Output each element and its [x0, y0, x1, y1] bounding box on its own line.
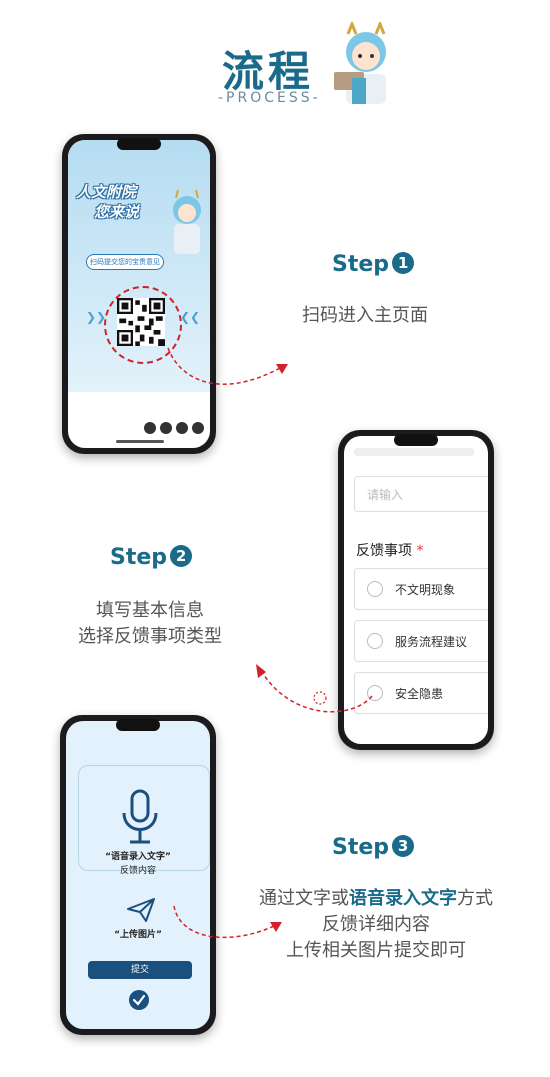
bottom-toolbar: [144, 422, 204, 434]
paper-plane-icon[interactable]: [126, 897, 156, 923]
banner-title: 人文附院 您来说: [76, 182, 139, 222]
step-2-number-badge: 2: [170, 545, 193, 567]
voice-input-sublabel: 反馈内容: [119, 866, 156, 876]
option-label: 服务流程建议: [395, 634, 468, 649]
page-subtitle: -PROCESS-: [218, 90, 321, 106]
step-3-highlight: 语音录入文字: [349, 888, 457, 909]
chevrons-left-icon: ❯❯: [86, 310, 107, 324]
step-3-description: 通过文字或语音录入文字方式 反馈详细内容 上传相关图片提交即可: [226, 886, 526, 964]
submit-button[interactable]: 提交: [88, 961, 192, 979]
banner-title-line1: 人文附院: [76, 183, 137, 201]
scan-hint-pill: 扫码提交您的宝贵意见: [86, 254, 164, 270]
qr-highlight-circle: [104, 286, 182, 364]
required-mark: *: [416, 543, 424, 559]
phone-voice-input: “语音录入文字” 反馈内容 “上传图片” 提交: [60, 715, 216, 1035]
step-3-line2: 反馈详细内容: [322, 914, 430, 935]
step-2-label: Step: [110, 545, 168, 570]
phone-screen: 请输入 反馈事项 * 不文明现象 服务流程建议 安全隐患: [344, 436, 488, 744]
radio-icon[interactable]: [367, 581, 383, 597]
mascot-small-illustration: [173, 190, 201, 254]
option-service-suggestion[interactable]: 服务流程建议: [354, 620, 488, 662]
radio-icon[interactable]: [367, 685, 383, 701]
radio-icon[interactable]: [367, 633, 383, 649]
mascot-illustration: [334, 22, 386, 104]
phone-notch: [394, 434, 438, 446]
option-label: 不文明现象: [395, 582, 456, 597]
arrow-step2-icon: [256, 664, 373, 713]
phone-notch: [117, 138, 161, 150]
step-3-number-badge: 3: [392, 835, 415, 857]
step-2-description: 填写基本信息 选择反馈事项类型: [50, 598, 250, 650]
page-title: 流程: [222, 47, 315, 96]
qr-code-icon[interactable]: [117, 298, 165, 346]
feedback-type-label: 反馈事项 *: [356, 540, 423, 560]
option-label: 安全隐患: [395, 686, 444, 701]
arrow-step3-icon: [173, 905, 282, 939]
more-icon[interactable]: [192, 422, 204, 434]
banner-title-line2: 您来说: [94, 203, 140, 221]
phone-screen: “语音录入文字” 反馈内容 “上传图片” 提交: [66, 721, 210, 1029]
grid-icon[interactable]: [176, 422, 188, 434]
arrow-step1-icon: [167, 347, 288, 385]
phone-notch: [116, 719, 160, 731]
option-uncivil-behavior[interactable]: 不文明现象: [354, 568, 488, 610]
step-2-line: 填写基本信息: [96, 600, 204, 621]
share-icon[interactable]: [144, 422, 156, 434]
phone-screen: 人文附院 您来说 扫码提交您的宝贵意见 ❯❯ ❮❮: [68, 140, 210, 448]
step-1-description: 扫码进入主页面: [270, 303, 460, 329]
voice-input-label: “语音录入文字”: [105, 852, 171, 862]
upload-image-label: “上传图片”: [114, 930, 162, 940]
home-icon[interactable]: [160, 422, 172, 434]
step-3-line1-pre: 通过文字或: [259, 888, 349, 909]
step-3-label: Step: [332, 835, 390, 860]
step-1-number-badge: 1: [392, 252, 415, 274]
step-3-line3: 上传相关图片提交即可: [286, 940, 466, 961]
checkmark-circle-icon: [129, 990, 149, 1010]
voice-input-card[interactable]: [78, 765, 210, 871]
step-3-line1: 通过文字或语音录入文字方式: [226, 886, 526, 912]
step-2-line: 选择反馈事项类型: [78, 626, 222, 647]
phone-qr-scan: 人文附院 您来说 扫码提交您的宝贵意见 ❯❯ ❮❮: [62, 134, 216, 454]
step-1-line: 扫码进入主页面: [302, 305, 428, 326]
step-3-line1-post: 方式: [457, 888, 493, 909]
feedback-type-label-text: 反馈事项: [356, 543, 412, 559]
blurred-header-text: [354, 448, 474, 456]
text-input-field[interactable]: 请输入: [354, 476, 488, 512]
chevrons-right-icon: ❮❮: [180, 310, 201, 324]
home-indicator: [116, 440, 164, 443]
microphone-icon[interactable]: [120, 789, 160, 845]
option-safety-hazard[interactable]: 安全隐患: [354, 672, 488, 714]
step-1-label: Step: [332, 252, 390, 277]
phone-feedback-form: 请输入 反馈事项 * 不文明现象 服务流程建议 安全隐患: [338, 430, 494, 750]
